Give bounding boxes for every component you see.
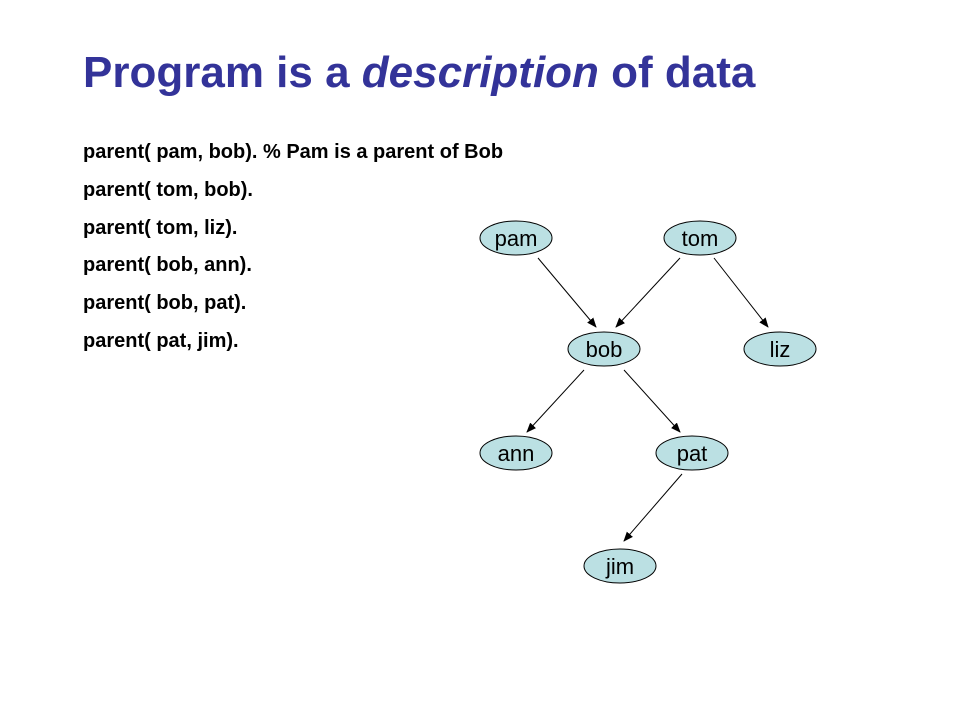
prolog-fact: parent( bob, pat). [83, 292, 247, 315]
title-text-end: of data [598, 48, 756, 97]
node-label: pat [677, 441, 708, 466]
prolog-fact: parent( bob, ann). [83, 254, 252, 277]
slide-title: Program is a description of data [83, 48, 755, 98]
title-text-start: Program is a [83, 48, 362, 97]
prolog-fact: parent( tom, liz). [83, 216, 238, 239]
edge-pat-to-jim [623, 473, 683, 542]
title-text-emphasis: description [361, 48, 599, 97]
edge-bob-to-ann [526, 369, 585, 433]
prolog-fact: parent( pat, jim). [83, 329, 239, 352]
node-ellipse [583, 548, 657, 584]
node-ellipse [479, 435, 553, 471]
node-ellipse [743, 331, 817, 367]
node-ellipse [655, 435, 729, 471]
node-label: tom [682, 226, 719, 251]
prolog-fact: parent( tom, bob). [83, 178, 253, 201]
prolog-fact: parent( pam, bob). % Pam is a parent of … [83, 141, 504, 163]
edge-tom-to-liz [713, 257, 769, 328]
node-label: pam [495, 226, 538, 251]
edge-pam-to-bob [537, 257, 597, 328]
edge-bob-to-pat [623, 369, 681, 433]
edge-tom-to-bob [615, 257, 681, 328]
node-bob: bob [567, 331, 641, 367]
node-ann: ann [479, 435, 553, 471]
node-tom: tom [663, 220, 737, 256]
node-pam: pam [479, 220, 553, 256]
node-label: jim [605, 554, 634, 579]
node-label: ann [498, 441, 535, 466]
node-liz: liz [743, 331, 817, 367]
node-label: liz [770, 337, 791, 362]
node-ellipse [663, 220, 737, 256]
node-ellipse [567, 331, 641, 367]
node-jim: jim [583, 548, 657, 584]
node-pat: pat [655, 435, 729, 471]
node-ellipse [479, 220, 553, 256]
prolog-facts-list: parent( pam, bob). % Pam is a parent of … [83, 134, 503, 361]
node-label: bob [586, 337, 623, 362]
